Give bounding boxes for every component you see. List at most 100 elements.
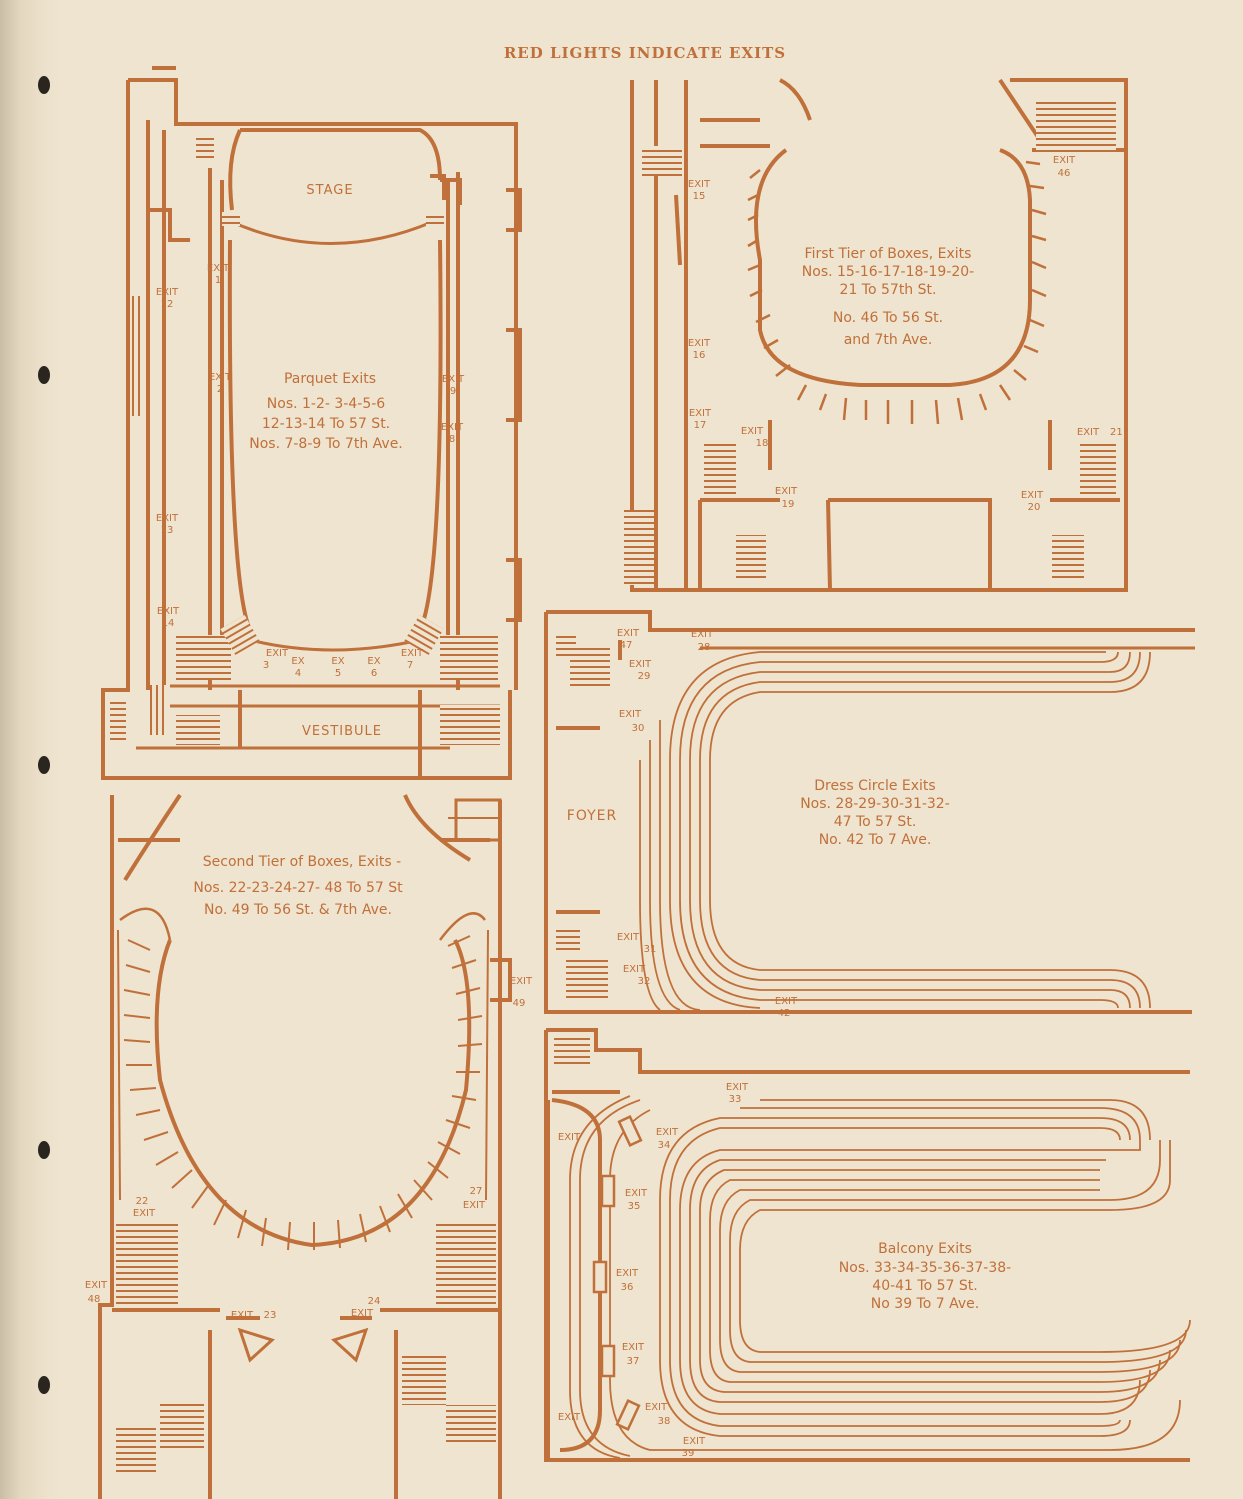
exit-13-number: 13 — [161, 525, 174, 536]
exit-47-number: 47 — [620, 640, 633, 651]
exit-1-number: 1 — [215, 275, 221, 286]
balcony-line-2: Nos. 33-34-35-36-37-38- — [839, 1260, 1011, 1276]
second-tier-plan — [98, 793, 512, 1499]
dress-circle-line-4: No. 42 To 7 Ave. — [819, 832, 932, 848]
parquet-line-3: Nos. 7-8-9 To 7th Ave. — [249, 436, 403, 452]
exit-49-number: 49 — [513, 998, 526, 1009]
exit-6-word: EX — [367, 656, 380, 667]
first-tier-line-4: No. 46 To 56 St. — [833, 310, 943, 326]
exit-42-word: EXIT — [775, 996, 798, 1007]
exit-30-number: 30 — [632, 723, 645, 734]
first-tier-line-5: and 7th Ave. — [844, 332, 933, 348]
second-tier-box-lines — [123, 935, 483, 1251]
exit-3-number: 3 — [263, 660, 269, 671]
dress-circle-plan — [544, 610, 1195, 1014]
exit-15-word: EXIT — [688, 179, 711, 190]
first-tier-line-1: First Tier of Boxes, Exits — [805, 246, 972, 262]
exit-30-word: EXIT — [619, 709, 642, 720]
exit-27-word: EXIT — [463, 1200, 486, 1211]
exit-36-number: 36 — [621, 1282, 634, 1293]
exit-21-word: EXIT — [1077, 427, 1100, 438]
exit-5-number: 5 — [335, 668, 341, 679]
parquet-line-1: Nos. 1-2- 3-4-5-6 — [267, 396, 385, 412]
balcony-stairs — [554, 1038, 590, 1066]
balcony-vomitories — [592, 1115, 643, 1431]
exit-markers: EXIT 1 EXIT 2 EXIT 3 EX 4 EX 5 EX 6 EXIT… — [85, 155, 1123, 1459]
exit-7-number: 7 — [407, 660, 413, 671]
dress-circle-rows — [639, 651, 1151, 1011]
exit-24-word: EXIT — [351, 1308, 374, 1319]
exit-balcony-top-word: EXIT — [558, 1132, 581, 1143]
exit-4-number: 4 — [295, 668, 301, 679]
exit-16-word: EXIT — [688, 338, 711, 349]
exit-22-number: 22 — [136, 1196, 149, 1207]
exit-20-word: EXIT — [1021, 490, 1044, 501]
exit-3-word: EXIT — [266, 648, 289, 659]
dress-circle-line-3: 47 To 57 St. — [834, 814, 917, 830]
exit-38-word: EXIT — [645, 1402, 668, 1413]
exit-16-number: 16 — [693, 350, 706, 361]
binding-rings — [38, 76, 50, 1394]
exit-23-number: 23 — [264, 1310, 277, 1321]
second-tier-stairs — [116, 1220, 496, 1475]
exit-32-number: 32 — [638, 976, 651, 987]
exit-1-word: EXIT — [207, 263, 230, 274]
parquet-vestibule-label: VESTIBULE — [302, 724, 382, 739]
exit-49-word: EXIT — [510, 976, 533, 987]
exit-33-number: 33 — [729, 1094, 742, 1105]
second-tier-line-3: No. 49 To 56 St. & 7th Ave. — [204, 902, 392, 918]
balcony-line-1: Balcony Exits — [878, 1241, 972, 1257]
exit-14-number: 14 — [162, 618, 175, 629]
dress-circle-line-2: Nos. 28-29-30-31-32- — [800, 796, 950, 812]
exit-7-word: EXIT — [401, 648, 424, 659]
exit-15-number: 15 — [693, 191, 706, 202]
exit-42-number: 42 — [778, 1008, 791, 1019]
exit-35-word: EXIT — [625, 1188, 648, 1199]
exit-29-number: 29 — [638, 671, 651, 682]
exit-46-word: EXIT — [1053, 155, 1076, 166]
parquet-line-2: 12-13-14 To 57 St. — [262, 416, 390, 432]
dress-circle-line-1: Dress Circle Exits — [814, 778, 935, 794]
exit-19-word: EXIT — [775, 486, 798, 497]
exit-48-number: 48 — [88, 1294, 101, 1305]
exit-17-word: EXIT — [689, 408, 712, 419]
exit-21-number: 21 — [1110, 427, 1123, 438]
exit-6-number: 6 — [371, 668, 377, 679]
exit-14-word: EXIT — [157, 606, 180, 617]
exit-29-word: EXIT — [629, 659, 652, 670]
exit-20-number: 20 — [1028, 502, 1041, 513]
exit-12-word: EXIT — [156, 287, 179, 298]
second-tier-line-2: Nos. 22-23-24-27- 48 To 57 St — [193, 880, 403, 896]
exit-31-number: 31 — [644, 944, 657, 955]
exit-19-number: 19 — [782, 499, 795, 510]
exit-13-word: EXIT — [156, 513, 179, 524]
exit-12-number: 12 — [161, 299, 174, 310]
first-tier-line-3: 21 To 57th St. — [840, 282, 937, 298]
exit-33-word: EXIT — [726, 1082, 749, 1093]
exit-37-number: 37 — [627, 1356, 640, 1367]
page-title: RED LIGHTS INDICATE EXITS — [504, 44, 786, 62]
binding-edge — [0, 0, 60, 1499]
exit-32-word: EXIT — [623, 964, 646, 975]
exit-34-number: 34 — [658, 1140, 671, 1151]
exit-31-word: EXIT — [617, 932, 640, 943]
exit-39-word: EXIT — [683, 1436, 706, 1447]
first-tier-seating — [747, 160, 1047, 425]
exit-4-word: EX — [291, 656, 304, 667]
exit-46-number: 46 — [1058, 168, 1071, 179]
first-tier-line-2: Nos. 15-16-17-18-19-20- — [802, 264, 974, 280]
second-tier-seating — [117, 907, 489, 1201]
exit-17-number: 17 — [694, 420, 707, 431]
exit-24-number: 24 — [368, 1296, 381, 1307]
exit-2-number: 2 — [217, 384, 223, 395]
foyer-label: FOYER — [567, 808, 617, 824]
exit-35-number: 35 — [628, 1201, 641, 1212]
parquet-stage-label: STAGE — [306, 183, 353, 198]
exit-18-number: 18 — [756, 438, 769, 449]
balcony-plan — [544, 1028, 1190, 1462]
exit-2-word: EXIT — [209, 372, 232, 383]
parquet-stairs — [110, 134, 500, 745]
exit-9-word: EXIT — [442, 374, 465, 385]
